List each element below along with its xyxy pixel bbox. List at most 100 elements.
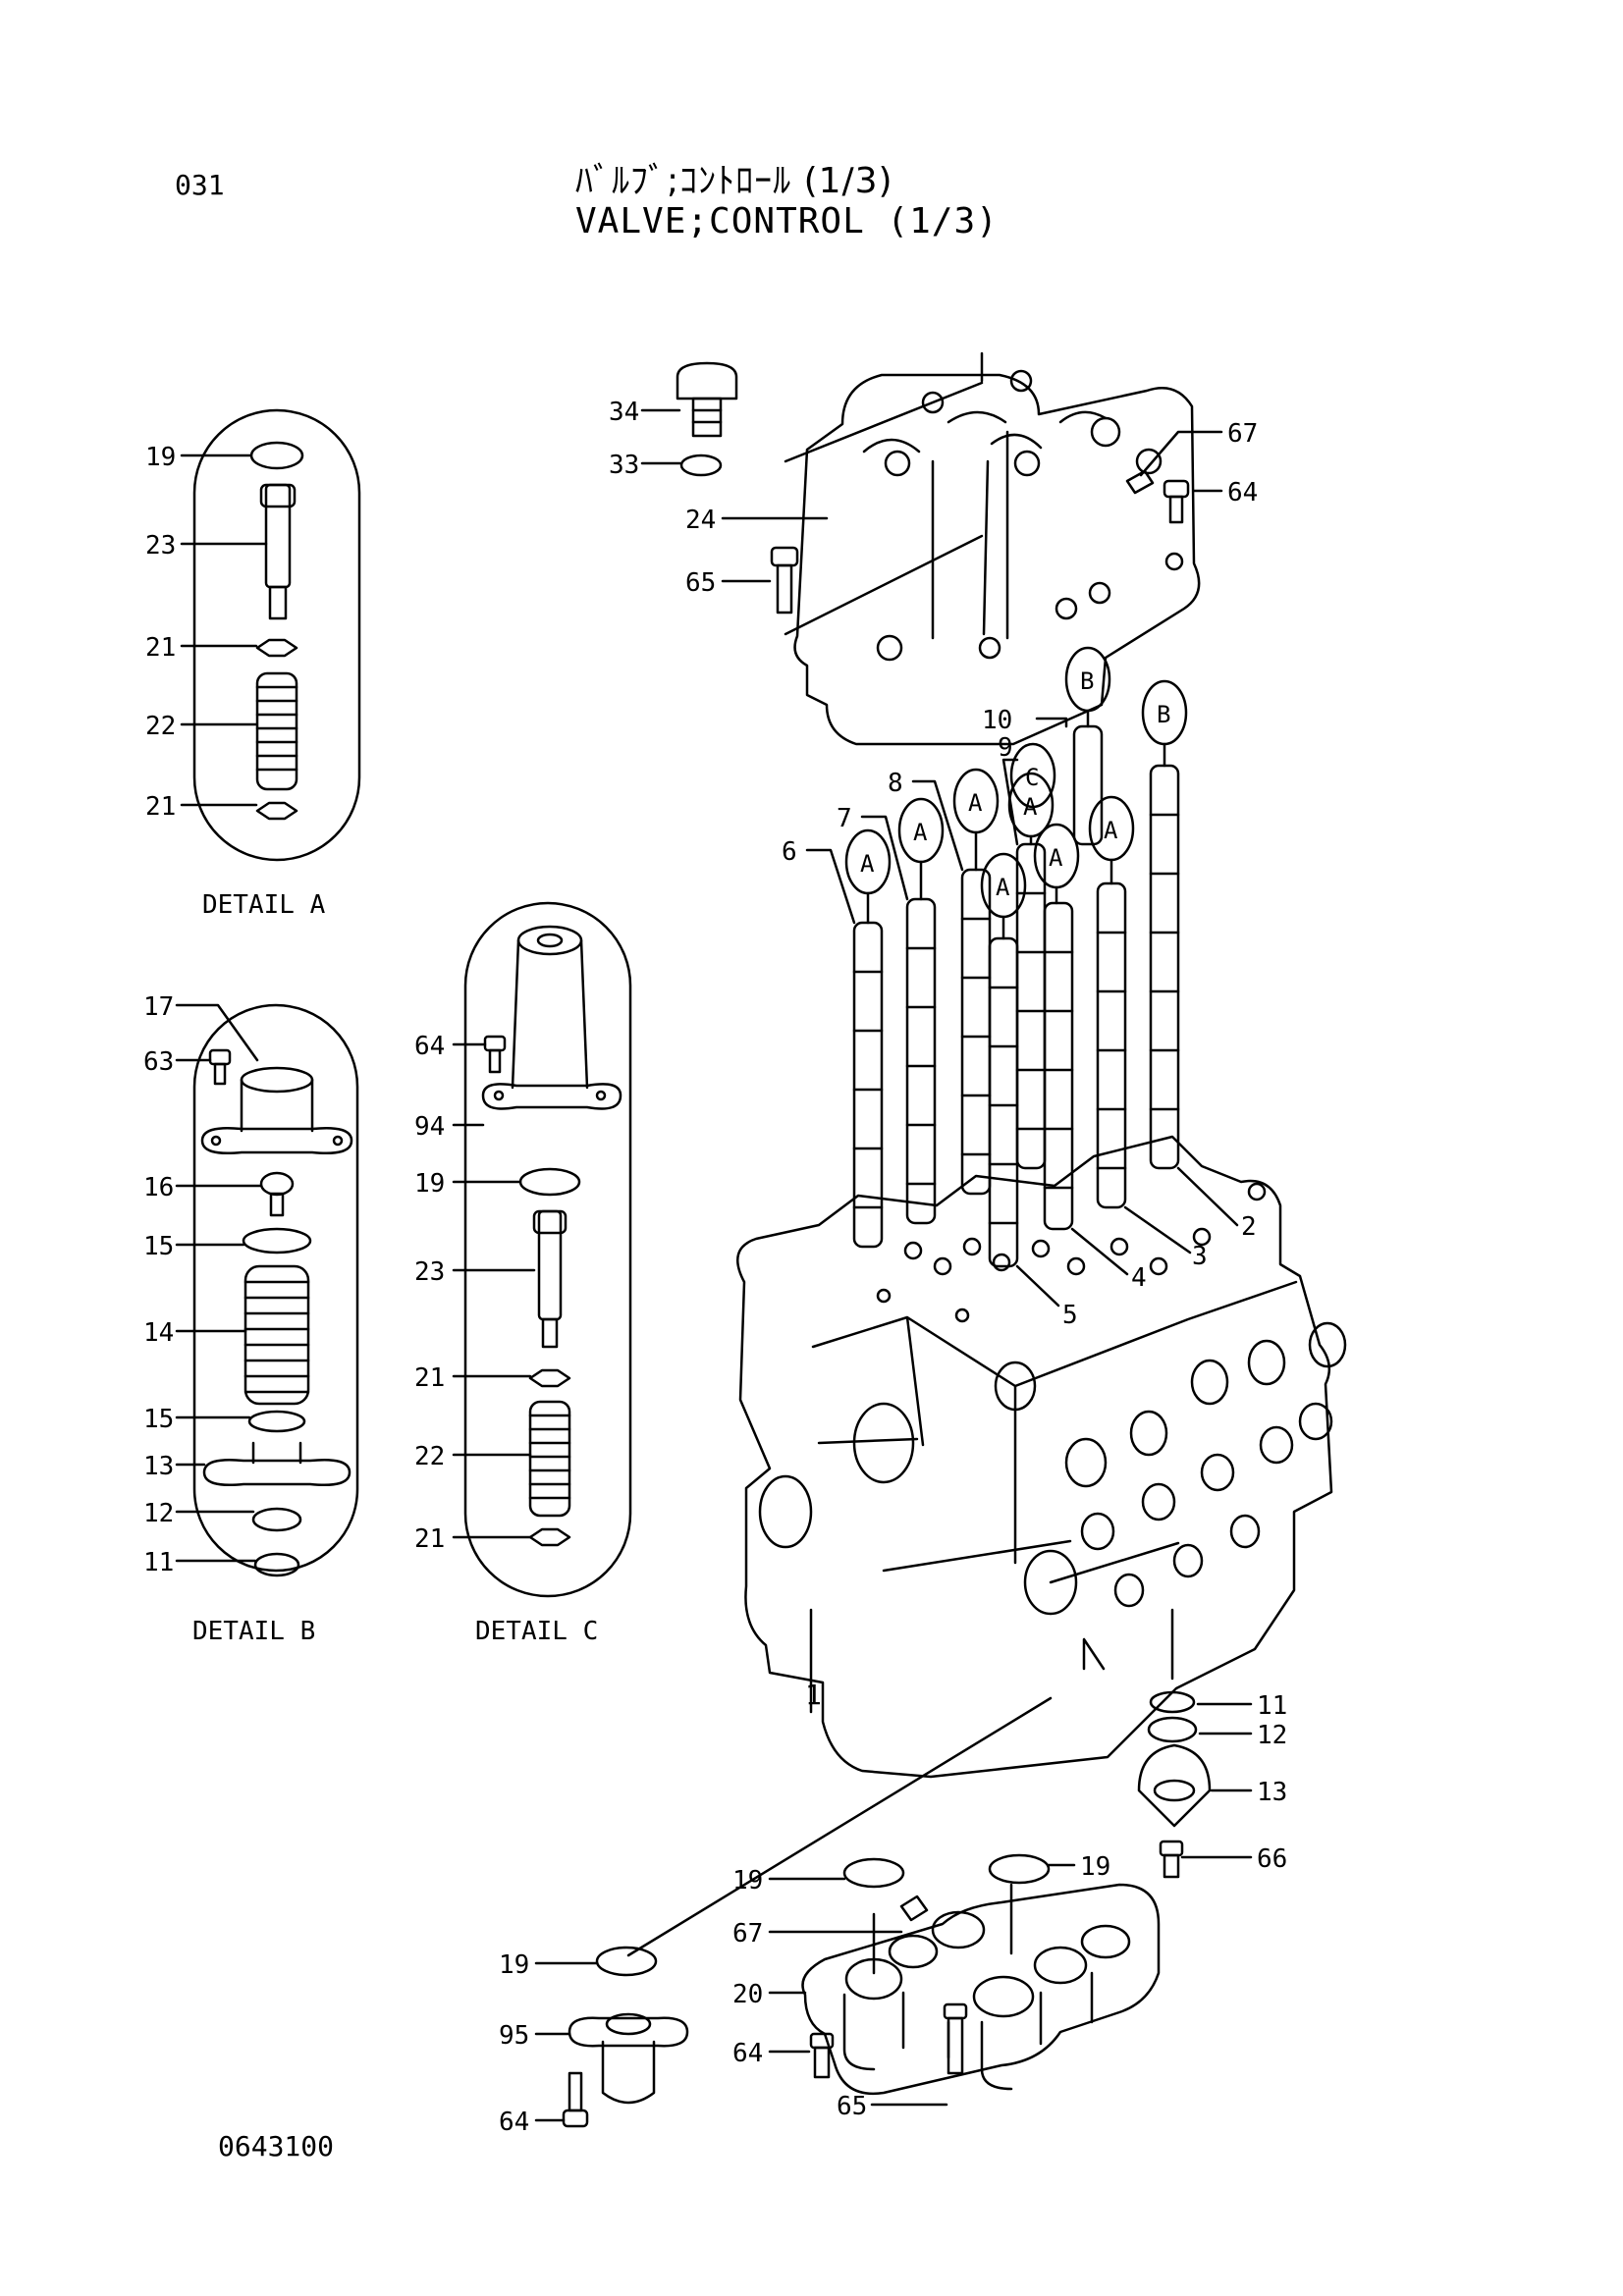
callout-a-spool-5: A	[980, 852, 1027, 940]
detail-a-label-22: 22	[145, 712, 176, 741]
detail-b-leaders	[175, 1003, 263, 1563]
callout-a-text: A	[996, 874, 1010, 901]
detail-c-seat-top	[528, 1368, 571, 1388]
detail-c-caption: DETAIL C	[475, 1617, 598, 1646]
detail-c-frame	[463, 901, 632, 1598]
spool-10	[1072, 724, 1104, 846]
oring-19-right	[988, 1853, 1051, 1885]
label-2: 2	[1241, 1212, 1257, 1242]
detail-c-label-23: 23	[414, 1257, 445, 1287]
label-64: 64	[1227, 478, 1258, 507]
label-13: 13	[1257, 1778, 1287, 1807]
top-cover-leaders	[640, 351, 1223, 636]
detail-c-label-64: 64	[414, 1032, 445, 1061]
detail-c-label-21: 21	[414, 1524, 445, 1554]
detail-c-cover-94	[481, 925, 622, 1110]
callout-b-text: B	[1157, 701, 1170, 728]
plug-67-bottom	[899, 1895, 929, 1922]
ring-11	[1149, 1690, 1196, 1714]
callout-c-spool-9: C	[1009, 742, 1056, 809]
bolt-66	[1159, 1840, 1184, 1879]
oring-33	[679, 454, 723, 477]
bottom-right-leaders	[1180, 1702, 1253, 1859]
detail-c-plunger-23	[532, 1209, 568, 1349]
detail-a-oring	[249, 441, 304, 470]
detail-b-ring-12	[251, 1507, 302, 1532]
valve-body-outline	[736, 1135, 1333, 1779]
spool-4	[1043, 901, 1074, 1231]
callout-c-text: C	[1025, 764, 1039, 791]
bottom-center-parts: 19 19 67 20 64 65	[732, 1852, 1161, 2121]
detail-b-label-12: 12	[143, 1499, 174, 1528]
detail-b-label-13: 13	[143, 1452, 174, 1481]
detail-a-spring	[255, 671, 298, 791]
callout-b-text: B	[1080, 667, 1094, 695]
callout-a-text: A	[968, 789, 983, 817]
label-19: 19	[732, 1866, 763, 1896]
flange-13	[1137, 1743, 1212, 1828]
detail-c-seat-bottom	[528, 1527, 571, 1547]
spool-8	[960, 868, 992, 1196]
drawing-number: 0643100	[218, 2130, 335, 2163]
bottom-left-parts: 19 95 64	[499, 1946, 689, 2137]
spool-5	[988, 936, 1019, 1268]
detail-b: 17 63 16 15 14 15 13 12 11 DETAIL B	[143, 992, 359, 1646]
bolt-64-bottom-left	[562, 2071, 589, 2128]
callout-b-spool-2: B	[1141, 679, 1188, 768]
top-cover-assembly: 34 33 24 65 67 64	[609, 351, 1258, 746]
valve-body-bottom-leaders	[626, 1608, 1174, 1957]
detail-a-label-21: 21	[145, 633, 176, 663]
spool-2	[1149, 764, 1180, 1170]
detail-c-bolt-64	[483, 1035, 507, 1074]
detail-b-ring-11	[253, 1552, 300, 1577]
bottom-left-leaders	[534, 1961, 599, 2122]
oring-19-bottom-left	[595, 1946, 658, 1977]
detail-a-seat-top	[255, 638, 298, 658]
cover-95	[568, 2012, 689, 2105]
detail-b-stopper-16	[259, 1171, 295, 1217]
detail-a-leaders	[180, 454, 268, 807]
callout-a-spool-6: A	[844, 828, 892, 925]
callout-a-spool-7: A	[897, 797, 945, 901]
label-12: 12	[1257, 1721, 1287, 1750]
bolt-64-top	[1163, 479, 1190, 524]
label-65: 65	[837, 2092, 867, 2121]
label-19: 19	[1080, 1852, 1110, 1882]
ring-12	[1147, 1716, 1198, 1743]
detail-b-label-17: 17	[143, 992, 174, 1022]
detail-a-seat-bottom	[255, 801, 298, 821]
spool-9	[1015, 842, 1047, 1170]
detail-a-label-21: 21	[145, 792, 176, 822]
detail-c-spring-22	[528, 1400, 571, 1518]
detail-b-caption: DETAIL B	[192, 1617, 315, 1646]
detail-a-frame	[192, 408, 361, 862]
detail-b-washer-15-lower	[247, 1410, 306, 1433]
page-number: 031	[175, 169, 225, 201]
label-5: 5	[1062, 1301, 1078, 1330]
callout-a-text: A	[1049, 844, 1063, 872]
detail-b-label-63: 63	[143, 1047, 174, 1077]
flange-13-bore	[1153, 1779, 1196, 1802]
plug-67-top	[1125, 469, 1155, 495]
callout-a-spool-4: A	[1033, 823, 1080, 905]
detail-b-label-16: 16	[143, 1173, 174, 1202]
detail-a: 19 23 21 22 21 DETAIL A	[145, 408, 361, 920]
label-33: 33	[609, 451, 639, 480]
detail-a-label-19: 19	[145, 443, 176, 472]
detail-c-label-21: 21	[414, 1363, 445, 1393]
label-8: 8	[888, 769, 903, 798]
detail-b-frame	[192, 1003, 359, 1573]
plug-34	[676, 361, 738, 438]
detail-b-bolt-63	[208, 1048, 232, 1086]
label-66: 66	[1257, 1844, 1287, 1874]
label-3: 3	[1192, 1242, 1208, 1271]
detail-b-label-11: 11	[143, 1548, 174, 1577]
detail-b-flange-13	[202, 1441, 352, 1486]
label-95: 95	[499, 2021, 529, 2051]
cover-24	[793, 369, 1201, 746]
cover-20	[801, 1883, 1161, 2096]
label-7: 7	[837, 804, 852, 833]
label-4: 4	[1131, 1263, 1147, 1293]
callout-a-spool-3: A	[1088, 795, 1135, 885]
label-20: 20	[732, 1980, 763, 2009]
